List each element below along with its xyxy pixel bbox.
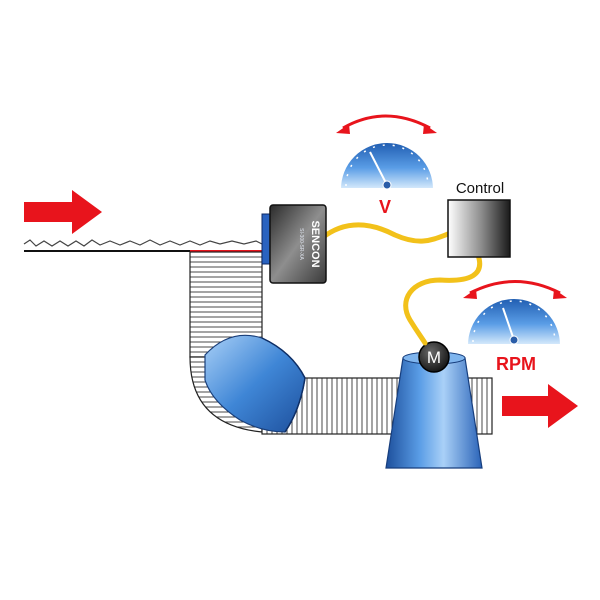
sensor-cable xyxy=(319,222,451,244)
rpm-gauge-needle xyxy=(502,307,515,341)
input-arrow-icon xyxy=(24,190,102,234)
rpm-gauge-arrowhead-right xyxy=(553,289,567,299)
rpm-gauge-ticks xyxy=(472,300,556,343)
motor-housing-body xyxy=(385,357,483,469)
rpm-gauge-hub xyxy=(509,335,519,345)
sensor-body xyxy=(269,204,327,284)
control-box xyxy=(447,199,511,258)
speed-gauge-arrowhead-right xyxy=(423,124,437,134)
speed-gauge-needle xyxy=(369,151,388,186)
sensor-model-label: SI-300-SR-XA xyxy=(298,228,304,260)
sensor-icon: SENCON SI-300-SR-XA xyxy=(261,204,327,284)
motor-icon: M xyxy=(418,341,450,373)
speed-gauge-icon: V xyxy=(336,114,437,217)
pipe-elbow xyxy=(204,334,306,433)
motor-cable xyxy=(403,252,483,346)
speed-gauge-dial xyxy=(338,141,436,190)
motor-label: M xyxy=(427,348,441,367)
conveyor-top-line xyxy=(23,239,263,247)
output-arrow-icon xyxy=(502,384,578,428)
motor-circle xyxy=(418,341,450,373)
control-label: Control xyxy=(456,180,504,197)
rpm-label: RPM xyxy=(496,354,536,374)
control-unit: Control xyxy=(447,180,511,258)
input-arrow-shape xyxy=(24,190,102,234)
rpm-gauge-icon: RPM xyxy=(463,280,567,374)
rpm-gauge-dial xyxy=(465,297,563,346)
speed-gauge-hub xyxy=(382,180,392,190)
speed-gauge-arrowhead-left xyxy=(336,124,350,134)
sensor-brand-label: SENCON xyxy=(309,220,321,267)
speed-gauge-swing-arc xyxy=(342,114,431,130)
rpm-gauge-arrowhead-left xyxy=(463,289,477,299)
rpm-gauge-swing-arc xyxy=(469,280,561,295)
signal-cables xyxy=(319,222,483,346)
speed-label: V xyxy=(379,197,391,217)
speed-gauge-ticks xyxy=(345,144,429,187)
output-arrow-shape xyxy=(502,384,578,428)
pipe-elbow-edge xyxy=(261,337,306,433)
